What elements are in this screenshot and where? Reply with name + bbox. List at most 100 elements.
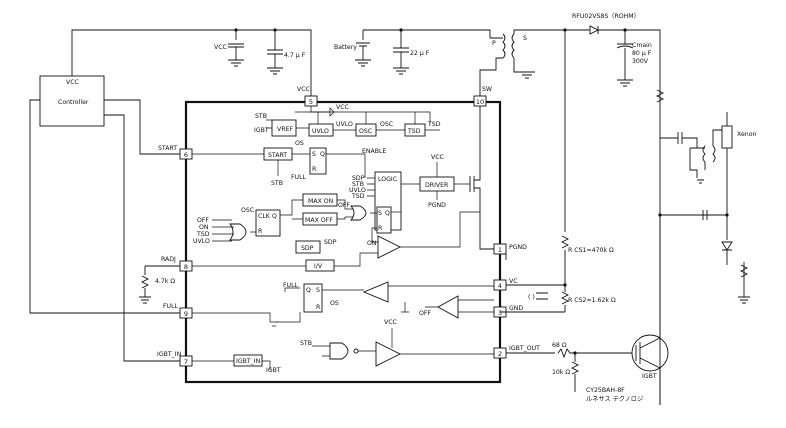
top-block-wires xyxy=(266,112,440,131)
pin-7-name: IGBT_IN xyxy=(157,351,182,358)
sdp-in-label: SDP xyxy=(352,175,365,182)
res-68-label: 68 Ω xyxy=(552,342,567,349)
pin-8-name: RADJ xyxy=(161,256,176,263)
cap-cmain xyxy=(616,30,634,87)
stb-start-label: STB xyxy=(271,180,283,187)
svg-text:1: 1 xyxy=(498,246,502,254)
battery-rail xyxy=(363,29,491,38)
igbt-in-wire xyxy=(104,114,180,362)
tsd-in-label: TSD xyxy=(351,193,365,200)
snubber-cap xyxy=(702,210,728,240)
vc-gnd-wires xyxy=(500,284,565,313)
controller-box xyxy=(39,75,105,127)
output-buffer xyxy=(375,341,402,367)
or1-wires xyxy=(212,219,256,242)
trigger-gnd xyxy=(697,179,704,184)
svg-text:10: 10 xyxy=(476,98,484,106)
xenon-tube xyxy=(721,125,733,149)
enable-label: ENABLE xyxy=(362,148,386,155)
sr2-r: R xyxy=(378,225,383,232)
diode-rfu xyxy=(589,25,600,35)
ic-body xyxy=(184,100,502,384)
sr3-q: Q xyxy=(306,287,311,294)
pin-4: 4 xyxy=(493,279,507,291)
os-label: OS xyxy=(295,140,304,147)
osc-out-label: OSC xyxy=(380,121,393,128)
radj-res xyxy=(139,265,180,304)
svg-text:8: 8 xyxy=(184,263,188,271)
res-10k-label: 10k Ω xyxy=(552,369,570,376)
pin-4-name: VC xyxy=(509,278,518,285)
pin-6-name: START xyxy=(158,145,177,152)
full-start-label: FULL xyxy=(291,174,307,181)
osc-clk-label: OSC xyxy=(241,207,254,214)
tsd-out-label: TSD xyxy=(427,121,441,128)
off-label: OFF xyxy=(338,202,350,209)
full-out-label: FULL xyxy=(283,282,299,289)
start-block-text: START xyxy=(268,152,287,159)
rcs1-label: R CS1=470k Ω xyxy=(568,247,614,254)
diode-out-wire xyxy=(597,26,661,90)
trans-s-label: S xyxy=(523,35,527,42)
stb-in-label: STB xyxy=(352,181,364,188)
sdp-text: SDP xyxy=(301,245,314,252)
sw-mosfet xyxy=(469,106,494,250)
igbt-symbol xyxy=(631,334,669,372)
comp-full-wires xyxy=(322,285,494,313)
or-gate-1 xyxy=(229,223,247,241)
rcs2-label: R CS2=1.62k Ω xyxy=(568,297,616,304)
sr1-s: S xyxy=(312,151,316,158)
xenon-res-gnd xyxy=(738,262,750,304)
secondary-top-wire xyxy=(513,29,590,34)
max-off-text: MAX OFF xyxy=(305,217,333,224)
or2-wires xyxy=(337,199,377,220)
uvlo-in2-label: UVLO xyxy=(193,238,210,245)
full-to-sr3 xyxy=(276,312,301,323)
clk-r: R xyxy=(258,228,263,235)
off-in-label: OFF xyxy=(197,217,209,224)
trigger-coil-right xyxy=(712,145,716,163)
vc-cap-paren: ( ) xyxy=(528,294,535,301)
tsd-in2-label: TSD xyxy=(196,231,210,238)
vcc-cap-gnd xyxy=(228,30,244,67)
iv-text: I/V xyxy=(314,263,323,270)
uvlo-text: UVLO xyxy=(312,128,329,135)
igbt-leads xyxy=(635,330,661,405)
svg-text:4: 4 xyxy=(498,282,502,290)
igbt-label: IGBT xyxy=(642,373,657,380)
or-gate-2 xyxy=(350,205,367,221)
igbt-sig-wire xyxy=(262,360,271,370)
cmain-val2: 300V xyxy=(632,58,649,65)
vc-cap xyxy=(536,292,548,300)
controller-label: Controller xyxy=(58,99,89,106)
and-gate xyxy=(329,342,349,360)
res-10k xyxy=(570,353,580,392)
sr-latch-2 xyxy=(376,206,392,234)
cap-4-7uF xyxy=(267,30,283,75)
logic-text: LOGIC xyxy=(378,176,397,183)
pin-8: 8 xyxy=(179,260,193,272)
rcs1-resistor xyxy=(560,30,570,285)
svg-text:6: 6 xyxy=(184,151,188,159)
diode-part-label: RFU02VS8S（ROHM） xyxy=(572,13,640,20)
uvlo-out-label: UVLO xyxy=(336,121,353,128)
start-wire xyxy=(104,99,180,155)
cmain-label: Cmain xyxy=(632,42,652,49)
sdp-out-label: SDP xyxy=(324,239,337,246)
xenon-label: Xenon xyxy=(737,131,756,138)
clk-to-max xyxy=(280,199,303,220)
svg-text:3: 3 xyxy=(498,309,502,317)
xenon-diode xyxy=(721,241,733,265)
enable-wire xyxy=(326,153,366,178)
comp-on-wires xyxy=(371,211,480,248)
pgnd-internal-label: PGND xyxy=(428,202,446,209)
cap-22uF-label: 22 μ F xyxy=(410,50,430,57)
pin-5: 5 xyxy=(304,95,318,107)
pin-9: 9 xyxy=(179,307,193,319)
pin-1-name: PGND xyxy=(509,244,527,251)
sr3-s: S xyxy=(316,287,320,294)
res-hv xyxy=(655,89,665,138)
off2-label: OFF xyxy=(419,310,431,317)
cmain-val1: 80 μ F xyxy=(632,50,652,57)
pin-10-name: SW xyxy=(482,86,492,93)
